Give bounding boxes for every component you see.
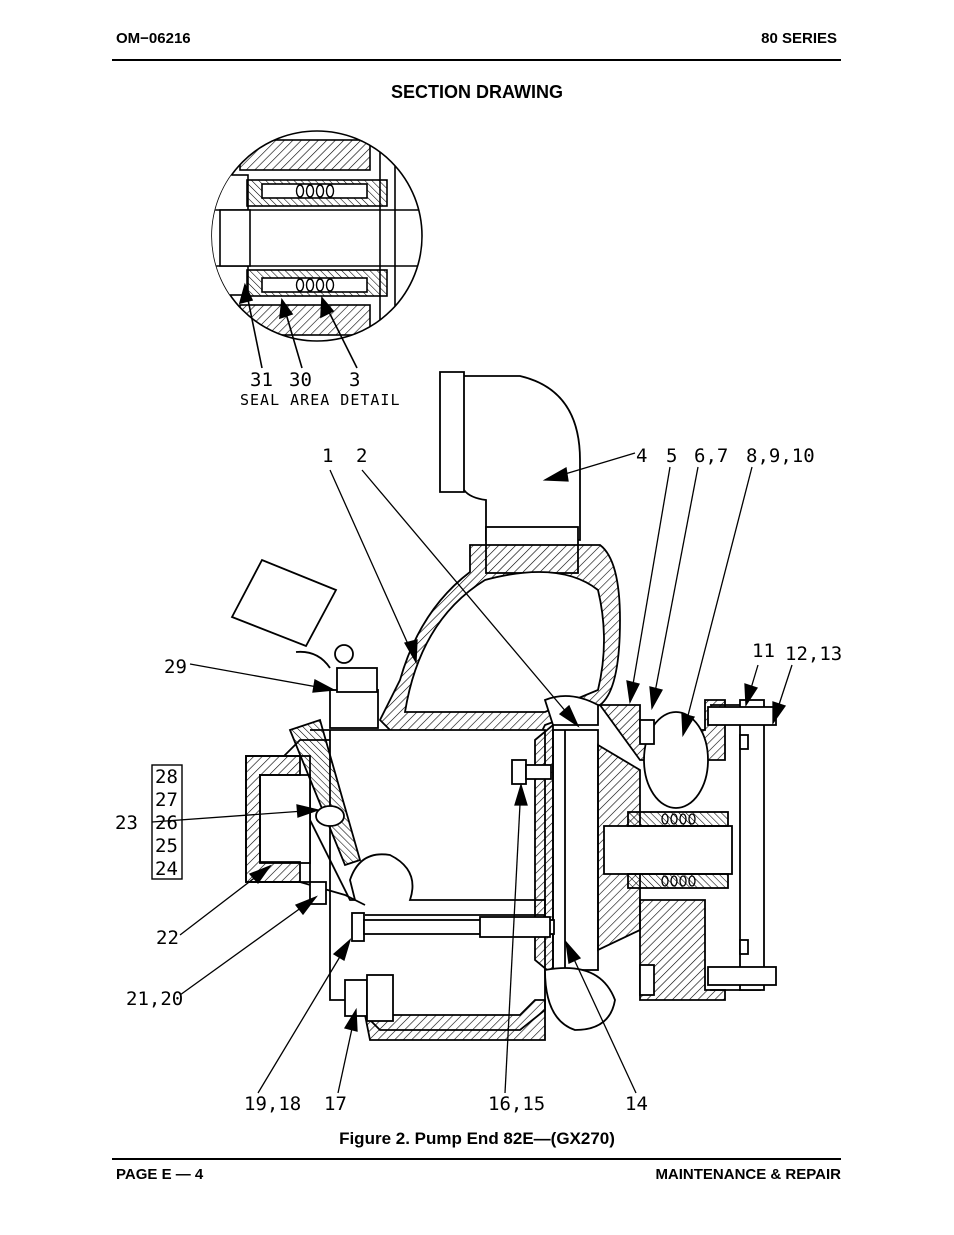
callout-27: 27	[155, 789, 178, 811]
callout-25: 25	[155, 835, 178, 857]
callout-2: 2	[356, 445, 367, 467]
callout-11: 11	[752, 640, 775, 662]
leader-lines	[151, 452, 793, 1094]
label-31: 31	[250, 369, 273, 391]
section-name: MAINTENANCE & REPAIR	[655, 1166, 841, 1183]
callout-5: 5	[666, 445, 677, 467]
figure-caption: Figure 2. Pump End 82E—(GX270)	[339, 1129, 615, 1148]
callout-labels: 1 2 4 5 6,7 8,9,10 11 12,13 29 28 27 26 …	[115, 445, 842, 1115]
label-30: 30	[289, 369, 312, 391]
footer-rule	[112, 1158, 841, 1160]
callout-17: 17	[324, 1093, 347, 1115]
callout-23: 23	[115, 812, 138, 834]
callout-14: 14	[625, 1093, 648, 1115]
page-number: PAGE E — 4	[116, 1166, 204, 1183]
pump-body	[230, 371, 777, 1041]
callout-1: 1	[322, 445, 333, 467]
callout-bracket-23	[151, 764, 183, 880]
callout-19-18: 19,18	[244, 1093, 301, 1115]
callout-26: 26	[155, 812, 178, 834]
callout-28: 28	[155, 766, 178, 788]
callout-4: 4	[636, 445, 647, 467]
callout-21-20: 21,20	[126, 988, 183, 1010]
callout-29: 29	[164, 656, 187, 678]
callout-24: 24	[155, 858, 178, 880]
callout-12-13: 12,13	[785, 643, 842, 665]
callout-22: 22	[156, 927, 179, 949]
detail-caption: SEAL AREA DETAIL	[240, 391, 401, 409]
callout-6-7: 6,7	[694, 445, 728, 467]
label-3: 3	[349, 369, 360, 391]
doc-number: OM−06216	[116, 30, 191, 47]
series-label: 80 SERIES	[761, 30, 837, 47]
seal-area-detail	[211, 130, 423, 369]
page-title: SECTION DRAWING	[390, 82, 563, 102]
callout-16-15: 16,15	[488, 1093, 545, 1115]
detail-labels: 31 30 3 SEAL AREA DETAIL	[240, 369, 401, 409]
callout-8-9-10: 8,9,10	[746, 445, 815, 467]
header-rule	[112, 59, 841, 61]
